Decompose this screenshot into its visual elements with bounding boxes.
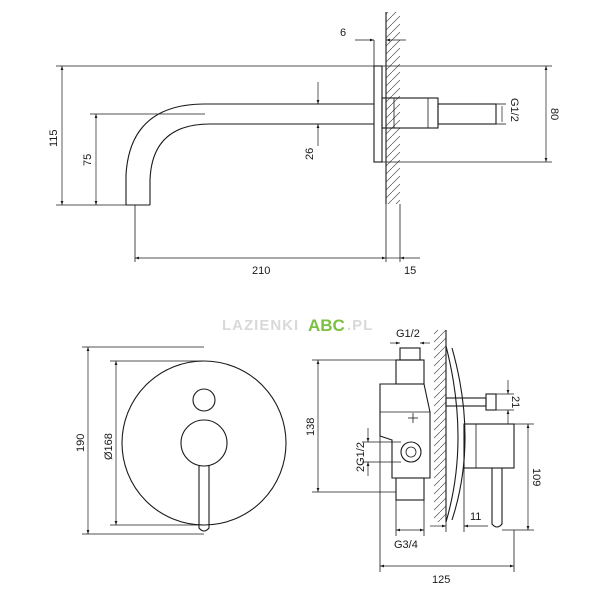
watermark-suffix: .PL	[347, 317, 373, 334]
mixer-side-handle	[463, 423, 515, 469]
mixer-lever	[198, 466, 210, 532]
dim-side-thread: 2G1/2	[355, 442, 367, 472]
dim-wall-offset: 15	[404, 265, 416, 277]
mixer-front-view: 190 Ø168	[75, 346, 287, 535]
spout-connection-pipe	[437, 103, 497, 125]
dim-height-outlet: 75	[82, 154, 94, 166]
dim-top-thread: G1/2	[396, 328, 420, 340]
dim-mixer-diameter: Ø168	[103, 433, 115, 460]
dim-wall-plate: 6	[340, 27, 346, 39]
watermark-prefix: LAZIENKI	[222, 317, 299, 334]
dim-width-125: 125	[432, 574, 450, 586]
mixer-cover-plate	[121, 360, 287, 526]
spout-pipe	[125, 103, 374, 205]
dim-pipe-diameter: 26	[304, 148, 316, 160]
dim-thread: G1/2	[508, 98, 520, 122]
diverter-rod	[445, 397, 487, 407]
dim-rosette: 80	[548, 108, 560, 120]
mixer-valve-body	[379, 383, 431, 479]
spout-view: 6 115 75 26 G1/2 80 210 15	[48, 12, 560, 277]
wall-section-top	[386, 12, 400, 204]
dim-mixer-height: 190	[75, 434, 87, 452]
mixer-side-view: G1/2 21 138 2G1/2 109 11 G3/4	[305, 328, 542, 586]
wall-section-bottom	[434, 330, 446, 522]
dim-height-109: 109	[530, 468, 542, 486]
watermark-brand: ABC	[308, 316, 345, 335]
dim-projection: 210	[252, 265, 270, 277]
mixer-side-cover	[445, 345, 459, 523]
brand-watermark: LAZIENKI ABC .PL	[222, 316, 373, 335]
diverter-knob	[192, 388, 216, 412]
dim-height-138: 138	[305, 418, 317, 436]
dim-bottom-thread: G3/4	[394, 539, 418, 551]
dim-height-total: 115	[48, 129, 60, 147]
side-connection	[400, 441, 422, 463]
dim-depth-21: 21	[509, 396, 521, 408]
spout-rosette	[373, 65, 383, 163]
dim-offset-11: 11	[470, 511, 481, 523]
mixer-handle-hub	[180, 419, 228, 467]
